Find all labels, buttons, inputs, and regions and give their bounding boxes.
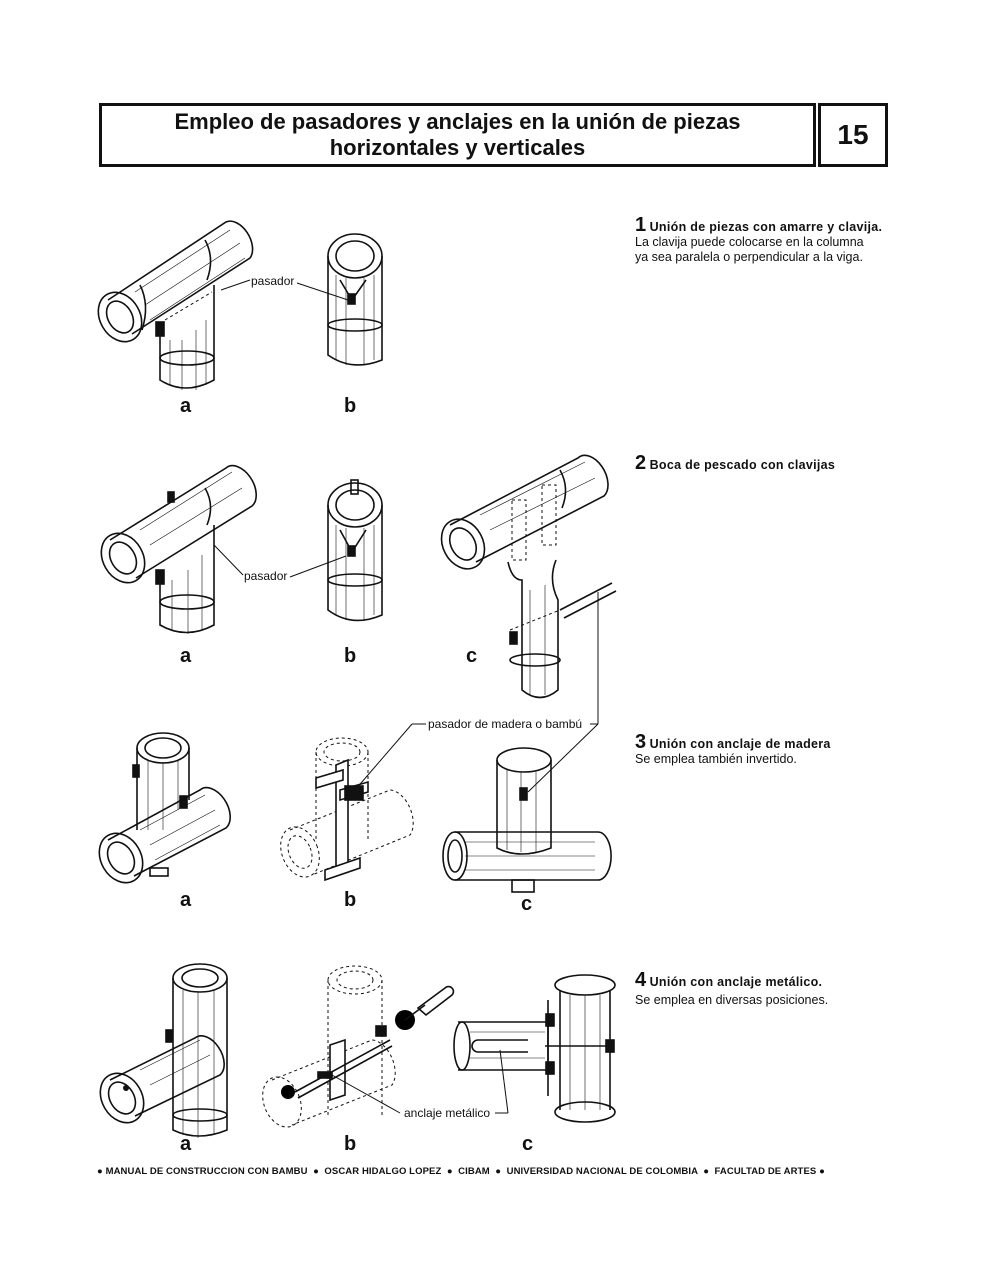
section-3-number: 3 xyxy=(635,731,647,753)
section-1-body-1: La clavija puede colocarse en la columna xyxy=(635,235,864,249)
section-2-number: 2 xyxy=(635,452,647,474)
figure-2b xyxy=(327,479,383,622)
section-1-body-2: ya sea paralela o perpendicular a la vig… xyxy=(635,250,863,264)
figure-3b xyxy=(280,737,414,882)
footer-item: FACULTAD DE ARTES xyxy=(714,1166,817,1177)
figure-4b xyxy=(262,965,455,1128)
label-3c: c xyxy=(521,893,532,915)
label-4b: b xyxy=(344,1133,356,1155)
section-3-body-1: Se emplea también invertido. xyxy=(635,752,797,766)
footer-item: UNIVERSIDAD NACIONAL DE COLOMBIA xyxy=(506,1166,698,1177)
section-3-title: Unión con anclaje de madera xyxy=(649,737,831,751)
callout-pasador-madera: pasador de madera o bambú xyxy=(428,717,582,731)
section-2-caption: 2 Boca de pescado con clavijas xyxy=(635,453,935,473)
label-2b: b xyxy=(344,645,356,667)
section-1-number: 1 xyxy=(635,214,647,236)
label-2a: a xyxy=(180,645,192,667)
section-1-title: Unión de piezas con amarre y clavija. xyxy=(649,220,883,234)
figure-1a xyxy=(97,220,254,390)
footer-item: OSCAR HIDALGO LOPEZ xyxy=(324,1166,442,1177)
section-4-body-1: Se emplea en diversas posiciones. xyxy=(635,993,829,1007)
title-line-2: horizontales y verticales xyxy=(329,135,586,160)
footer-item: MANUAL DE CONSTRUCCION CON BAMBU xyxy=(105,1166,308,1177)
figure-1b xyxy=(327,233,383,366)
section-1-caption: 1 Unión de piezas con amarre y clavija. … xyxy=(635,215,935,265)
section-4-title: Unión con anclaje metálico. xyxy=(649,975,823,989)
label-2c: c xyxy=(466,645,477,667)
page-number: 15 xyxy=(818,103,888,167)
label-4c: c xyxy=(522,1133,533,1155)
label-3a: a xyxy=(180,889,192,911)
page-title: Empleo de pasadores y anclajes en la uni… xyxy=(102,106,813,164)
figure-3a xyxy=(98,732,231,884)
title-box: Empleo de pasadores y anclajes en la uni… xyxy=(99,103,816,167)
footer-item: CIBAM xyxy=(458,1166,490,1177)
section-4-number: 4 xyxy=(635,969,647,991)
callout-pasador-2: pasador xyxy=(244,569,287,583)
figure-3c xyxy=(442,747,612,893)
figure-4a xyxy=(99,963,228,1138)
footer: ● MANUAL DE CONSTRUCCION CON BAMBU ● OSC… xyxy=(97,1166,825,1177)
figure-2a xyxy=(100,464,257,634)
section-2-title: Boca de pescado con clavijas xyxy=(649,458,836,472)
callout-pasador-1: pasador xyxy=(251,274,294,288)
figure-4c xyxy=(453,974,616,1123)
label-1a: a xyxy=(180,395,192,417)
label-1b: b xyxy=(344,395,356,417)
figure-2c xyxy=(440,454,617,699)
section-3-caption: 3 Unión con anclaje de madera Se emplea … xyxy=(635,732,935,767)
title-line-1: Empleo de pasadores y anclajes en la uni… xyxy=(174,109,741,134)
section-4-caption: 4 Unión con anclaje metálico. Se emplea … xyxy=(635,970,935,1008)
label-3b: b xyxy=(344,889,356,911)
label-4a: a xyxy=(180,1133,192,1155)
callout-anclaje-metalico: anclaje metálico xyxy=(404,1106,490,1120)
